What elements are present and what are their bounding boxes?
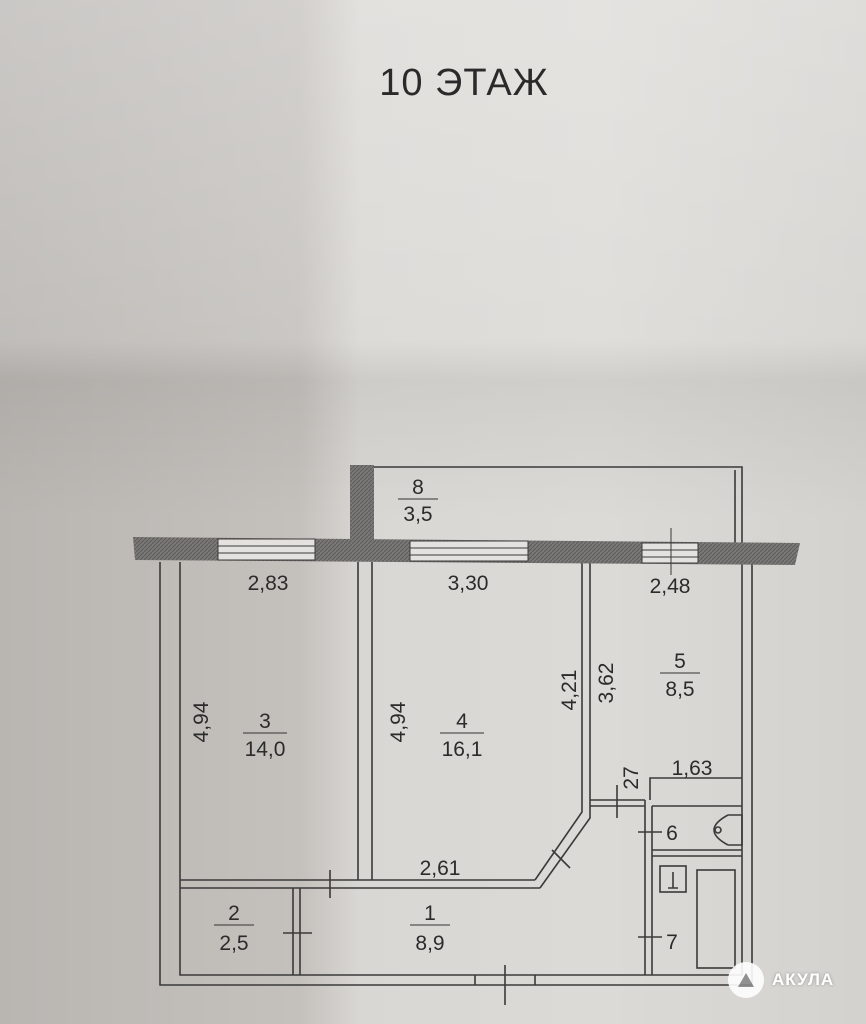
svg-text:14,0: 14,0	[245, 738, 286, 761]
dim-room5-width: 2,48	[650, 575, 691, 598]
balcony-wall	[350, 465, 374, 545]
windows	[217, 538, 699, 564]
shark-logo-icon	[728, 962, 764, 998]
wall-4-5	[534, 562, 591, 889]
watermark-logo: АКУЛА	[728, 962, 834, 998]
room-7-label: 7	[666, 931, 678, 954]
wall-3-4	[357, 562, 373, 880]
svg-text:8: 8	[412, 476, 424, 499]
dim-passage: 27	[620, 766, 643, 789]
svg-text:16,1: 16,1	[442, 738, 483, 761]
room-1-label: 1 8,9	[410, 902, 450, 955]
svg-text:1: 1	[424, 902, 436, 925]
svg-text:2,5: 2,5	[219, 932, 248, 955]
balcony-outline	[350, 466, 743, 545]
svg-text:8,5: 8,5	[665, 678, 694, 701]
room-2-label: 2 2,5	[214, 902, 254, 955]
svg-text:3: 3	[259, 710, 271, 733]
dim-room4-right: 4,21	[558, 670, 581, 711]
door-ticks	[283, 785, 662, 1005]
svg-text:8,9: 8,9	[415, 932, 444, 955]
wall-corridor	[180, 879, 540, 889]
svg-text:4: 4	[456, 710, 468, 733]
room-8-label: 8 3,5	[398, 476, 438, 526]
sink-icon	[659, 865, 687, 893]
dim-room3-length: 4,94	[190, 701, 213, 742]
dim-room4-width: 3,30	[448, 572, 489, 595]
room-5-label: 5 8,5	[660, 650, 700, 701]
dim-room5-length: 3,62	[595, 663, 618, 704]
dim-room5-bottom: 1,63	[672, 757, 713, 780]
wall-bath	[644, 800, 742, 975]
toilet-icon	[713, 814, 743, 846]
svg-text:2: 2	[228, 902, 240, 925]
watermark-text: АКУЛА	[772, 970, 835, 989]
room-3-label: 3 14,0	[243, 710, 287, 761]
dim-room4-bottom: 2,61	[420, 857, 461, 880]
dim-room3-width: 2,83	[248, 572, 289, 595]
floor-title: 10 ЭТАЖ	[379, 62, 549, 104]
svg-text:3,5: 3,5	[403, 503, 432, 526]
wall-room2	[292, 888, 301, 975]
wall-room5	[590, 777, 742, 807]
dim-room4-length: 4,94	[387, 701, 410, 742]
bathtub-icon	[696, 869, 736, 969]
outer-wall	[159, 562, 753, 986]
svg-text:5: 5	[674, 650, 686, 673]
room-4-label: 4 16,1	[440, 710, 484, 761]
room-6-label: 6	[666, 822, 678, 845]
